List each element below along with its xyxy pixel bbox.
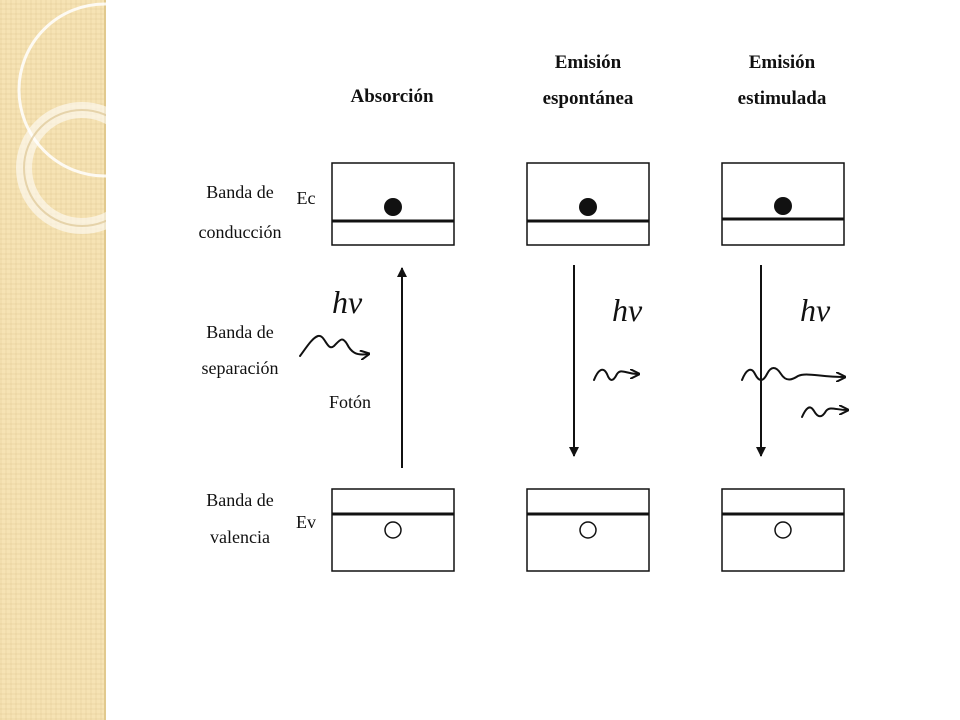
column-title-stimulated-line2: estimulada	[738, 88, 827, 109]
row-label-gap-line1: Banda de	[206, 322, 273, 342]
hole-icon	[579, 521, 597, 539]
column-title-spontaneous-line2: espontánea	[543, 88, 634, 109]
hole-icon	[774, 521, 792, 539]
row-label-valence-line1: Banda de	[206, 490, 273, 510]
column-title-stimulated-line1: Emisión	[749, 52, 816, 73]
row-label-gap-line2: separación	[202, 358, 279, 378]
column-stimulated-emission: hv	[721, 162, 847, 572]
electron-icon	[384, 198, 402, 216]
incoming-photon-wave-icon	[299, 334, 368, 356]
photon-symbol-spontaneous: hv	[612, 292, 643, 328]
emitted-photon-wave-icon	[593, 368, 638, 381]
decorative-side-strip	[0, 0, 193, 720]
row-label-conduction-line1: Banda de	[206, 182, 273, 202]
photon-symbol-stimulated: hv	[800, 292, 831, 328]
row-label-valence-line2: valencia	[210, 527, 270, 547]
photon-symbol-absorption: hv	[332, 284, 363, 320]
electron-icon	[579, 198, 597, 216]
stimulated-photon-wave-icon	[801, 407, 847, 418]
column-title-absorption: Absorción	[350, 86, 433, 107]
column-spontaneous-emission: hv	[526, 162, 650, 572]
hole-icon	[384, 521, 402, 539]
photon-label: Fotón	[329, 392, 371, 412]
energy-label-ev: Ev	[296, 512, 316, 532]
column-title-spontaneous-line1: Emisión	[555, 52, 622, 73]
energy-label-ec: Ec	[297, 188, 316, 208]
row-label-conduction-line2: conducción	[199, 222, 282, 242]
column-absorption: hv Fotón	[299, 162, 455, 572]
stimulating-photon-wave-icon	[741, 367, 844, 380]
electron-icon	[774, 197, 792, 215]
